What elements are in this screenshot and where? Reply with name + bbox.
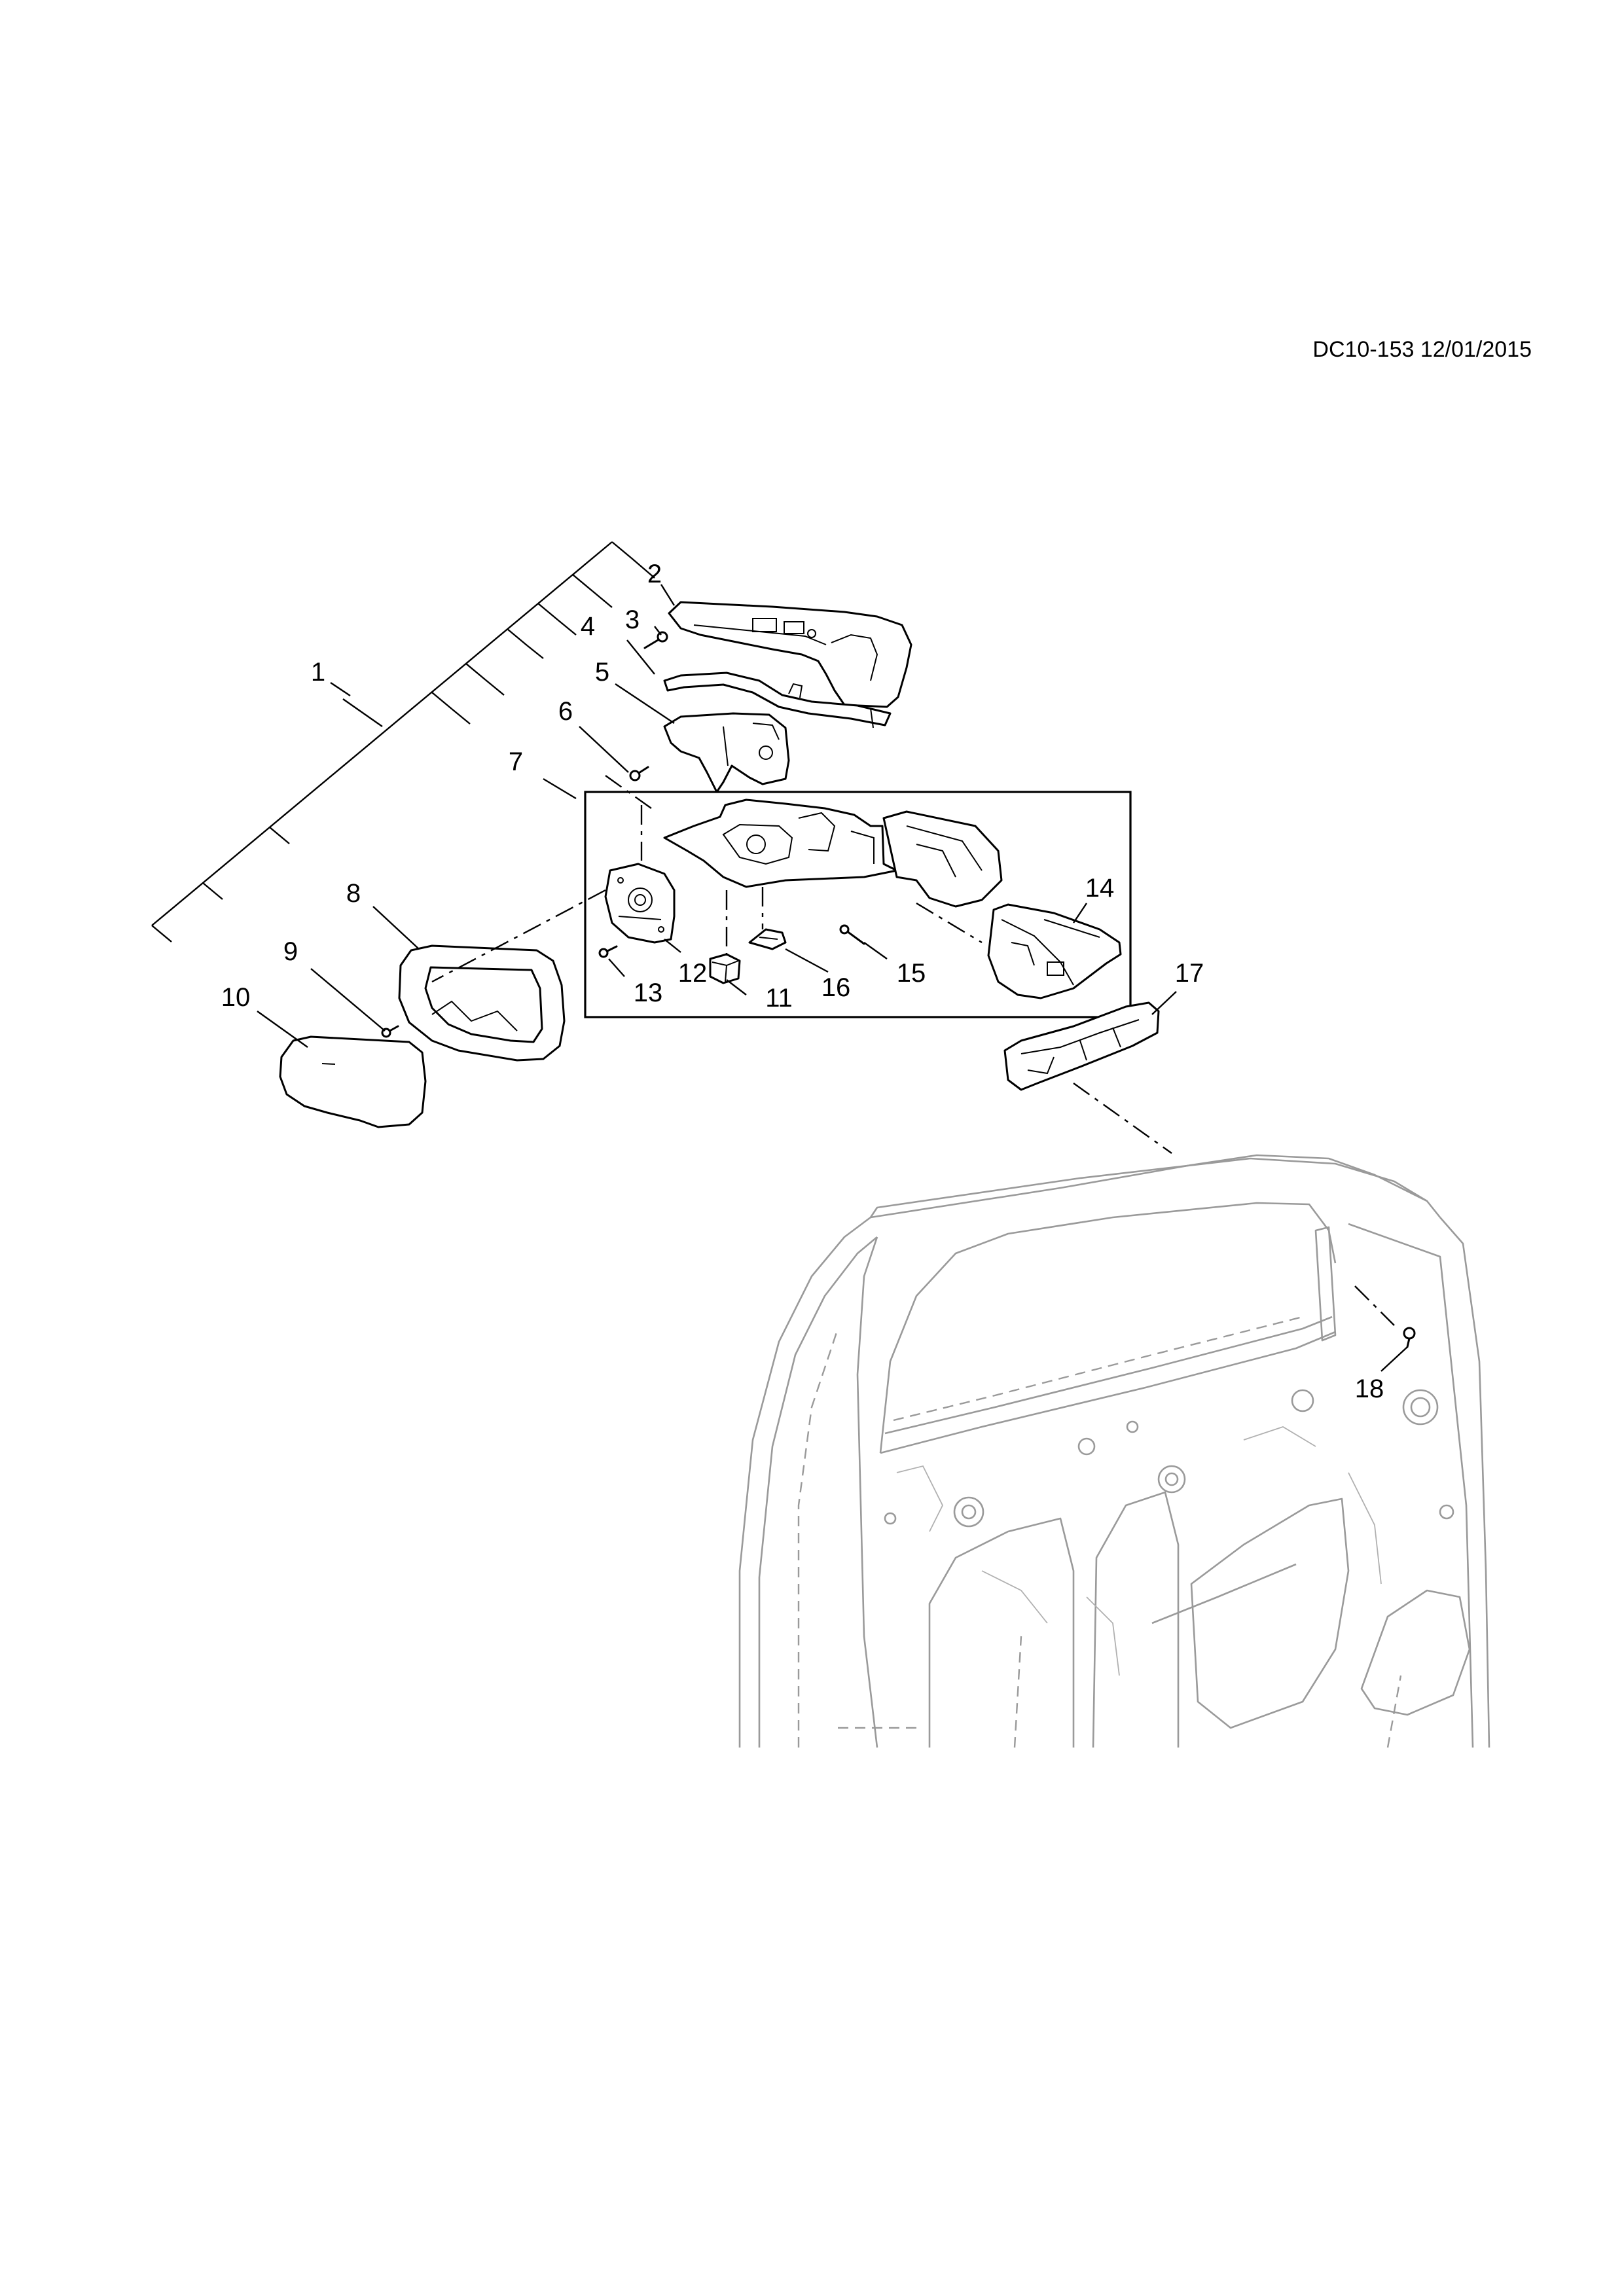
connector	[709, 953, 741, 984]
mirror-mount-bracket	[1003, 1001, 1160, 1091]
screw-9	[381, 1025, 399, 1038]
callout-11: 11	[765, 984, 793, 1013]
mirror-glass-frame	[398, 944, 566, 1062]
turn-signal-bracket	[987, 903, 1122, 999]
callout-leaders	[257, 584, 1408, 1372]
callout-10: 10	[221, 983, 251, 1012]
callout-1: 1	[311, 658, 325, 687]
callout-7: 7	[509, 747, 523, 776]
callout-17: 17	[1175, 959, 1204, 988]
alignment-lines	[431, 775, 1395, 1326]
mirror-base-assembly	[663, 798, 1003, 908]
screw-15	[839, 924, 865, 945]
callout-2: 2	[647, 560, 662, 588]
screw-3	[643, 631, 668, 649]
assembly-bracket	[151, 541, 655, 942]
front-door-outline	[738, 1154, 1490, 1748]
callout-13: 13	[634, 978, 663, 1007]
callout-15: 15	[897, 959, 926, 988]
callout-4: 4	[581, 612, 595, 641]
callout-8: 8	[346, 879, 361, 908]
glass-actuator	[604, 863, 676, 944]
callout-16: 16	[821, 973, 851, 1002]
screw-6	[629, 766, 649, 781]
callout-9: 9	[283, 937, 298, 966]
mirror-glass	[279, 1035, 427, 1128]
callout-14: 14	[1085, 874, 1115, 903]
clip	[748, 928, 787, 950]
callout-3: 3	[625, 605, 640, 634]
lower-housing	[663, 712, 790, 793]
trim-strip	[663, 672, 892, 728]
callout-18: 18	[1355, 1374, 1384, 1403]
callout-5: 5	[595, 658, 609, 687]
drawing-code: DC10-153 12/01/2015	[1312, 337, 1532, 362]
mirror-cover	[668, 601, 912, 708]
callout-labels: 1 2 3 4 5 6 7 8 9 10 11 12 13 14 15 16 1…	[221, 560, 1384, 1403]
screw-13	[598, 945, 618, 958]
sub-assembly-box	[584, 791, 1132, 1018]
callout-6: 6	[558, 697, 573, 726]
callout-12: 12	[678, 959, 708, 988]
